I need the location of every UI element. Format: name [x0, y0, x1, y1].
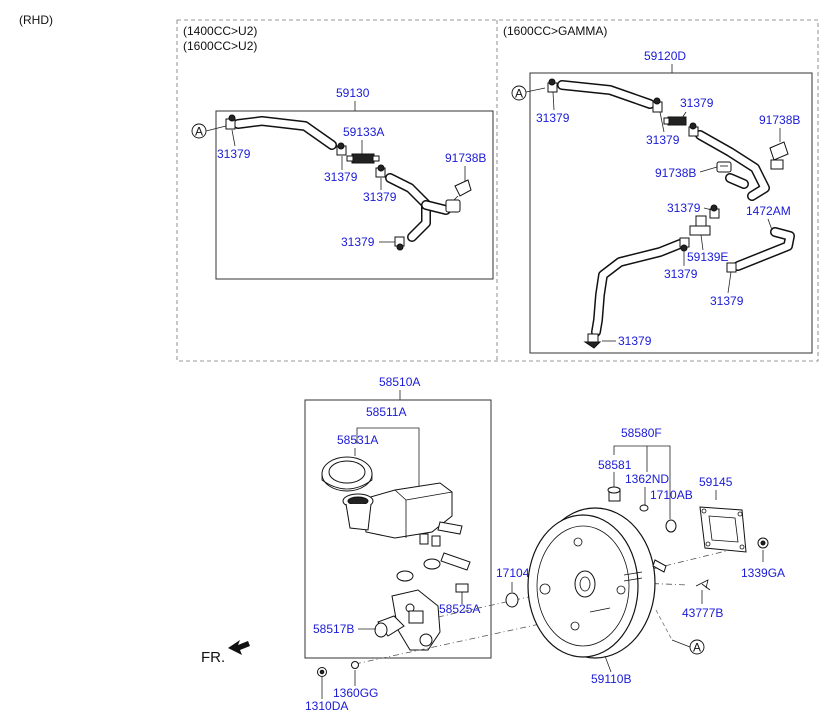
bracket-right-2 — [716, 161, 732, 173]
grommets — [396, 552, 471, 582]
ref-a-left: A — [195, 125, 203, 139]
label-pin-43777b: 43777B — [682, 606, 723, 620]
clamp-right-6 — [726, 262, 737, 273]
label-reservoir: 58511A — [366, 405, 406, 419]
right-hose-box — [529, 72, 813, 354]
left-header-line2: (1600CC>U2) — [183, 39, 257, 53]
bracket-right-1 — [769, 141, 789, 170]
check-valve-right — [663, 116, 687, 126]
nut-1310da — [317, 667, 327, 677]
label-connector-59133a: 59133A — [343, 125, 384, 139]
label-cylinder-58517b: 58517B — [313, 622, 354, 636]
pin-43777b — [695, 579, 711, 591]
axis-line-4 — [639, 582, 689, 586]
label-seal-58525a: 58525A — [439, 602, 480, 616]
clamp-right-3 — [688, 122, 699, 137]
ref-a-right: A — [515, 87, 523, 101]
booster-group: 58580F 58581 1362ND 1710AB 59145 — [305, 426, 785, 713]
clamp-left-1 — [225, 114, 236, 130]
check-valve-connector — [346, 153, 380, 164]
label-bracket-right-2: 91738B — [655, 166, 696, 180]
engine-variant-frame — [176, 19, 819, 362]
booster-body — [527, 507, 667, 659]
label-booster-59110b: 59110B — [591, 672, 631, 686]
label-clamp-right-6: 31379 — [710, 294, 744, 308]
label-cap: 58531A — [337, 433, 378, 447]
label-clamp-right-3: 31379 — [646, 133, 680, 147]
clamp-right-7 — [583, 333, 602, 349]
label-bracket-right-1: 91738B — [759, 113, 800, 127]
clamp-left-3 — [375, 164, 386, 178]
clamp-right-1 — [547, 78, 558, 93]
right-header: (1600CC>GAMMA) — [503, 24, 607, 38]
label-nut-1310da: 1310DA — [305, 699, 348, 713]
oring-17104 — [505, 592, 519, 608]
left-hose-box — [215, 110, 494, 280]
label-washer-1360gg: 1360GG — [333, 686, 378, 700]
grommet-1362nd — [639, 504, 649, 512]
label-nut-1339ga: 1339GA — [741, 566, 785, 580]
reservoir-cap — [321, 456, 373, 492]
clamp-left-4 — [394, 236, 405, 251]
label-clip-1710ab: 1710AB — [650, 488, 693, 502]
washer-1360gg — [351, 661, 359, 669]
clamp-right-2 — [652, 97, 663, 113]
label-clamp-left-3: 31379 — [363, 190, 397, 204]
panel-left: (1400CC>U2) (1600CC>U2) 59130 A — [183, 24, 494, 280]
label-valve-58581: 58581 — [598, 458, 632, 472]
label-hose-1472am: 1472AM — [746, 204, 791, 218]
check-valve-59139e — [689, 215, 711, 236]
label-clamp-right-1: 31379 — [536, 111, 570, 125]
ref-a-circle-right — [511, 85, 527, 101]
ref-a-booster: A — [693, 641, 701, 655]
panel-right: (1600CC>GAMMA) 59120D A — [503, 24, 813, 354]
label-oring-17104: 17104 — [496, 566, 530, 580]
gasket-59145 — [699, 506, 747, 553]
clip-1710ab — [665, 519, 677, 533]
label-clamp-left-2: 31379 — [324, 170, 358, 184]
check-valve-58581 — [607, 486, 621, 502]
left-header-line1: (1400CC>U2) — [183, 24, 257, 38]
clamp-left-2 — [336, 142, 347, 156]
label-check-valve-59139e: 59139E — [687, 250, 728, 264]
axis-line-3 — [639, 549, 731, 573]
bracket-left — [445, 179, 472, 213]
label-grommet-1362nd: 1362ND — [625, 472, 669, 486]
front-arrow-icon — [228, 640, 250, 655]
ref-a-circle-booster — [689, 639, 705, 655]
label-clamp-right-2: 31379 — [680, 96, 714, 110]
label-clamp-right-4: 31379 — [667, 201, 701, 215]
front-label: FR. — [201, 649, 225, 666]
master-cylinder-group: 58510A 58511A 58531A — [304, 375, 492, 659]
label-check-valve-kit: 58580F — [621, 426, 662, 440]
master-cyl-box — [304, 399, 492, 659]
label-clamp-left-4: 31379 — [341, 235, 375, 249]
label-clamp-right-7: 31379 — [618, 334, 652, 348]
label-bracket-left: 91738B — [445, 151, 486, 165]
label-gasket-59145: 59145 — [699, 475, 733, 489]
master-cylinder-body — [374, 589, 441, 651]
rhd-note: (RHD) — [19, 13, 53, 27]
axis-line-2 — [354, 623, 541, 665]
seal-58525a — [455, 583, 469, 604]
label-master-cyl-assy: 58510A — [379, 375, 420, 389]
clamp-right-4 — [709, 204, 720, 219]
front-marker: FR. — [201, 640, 250, 666]
left-panel-title: 59130 — [336, 86, 370, 100]
reservoir-body — [342, 482, 463, 547]
label-clamp-left-1: 31379 — [217, 147, 251, 161]
label-clamp-right-5: 31379 — [664, 267, 698, 281]
nut-1339ga — [757, 537, 769, 549]
right-panel-title: 59120D — [644, 49, 686, 63]
